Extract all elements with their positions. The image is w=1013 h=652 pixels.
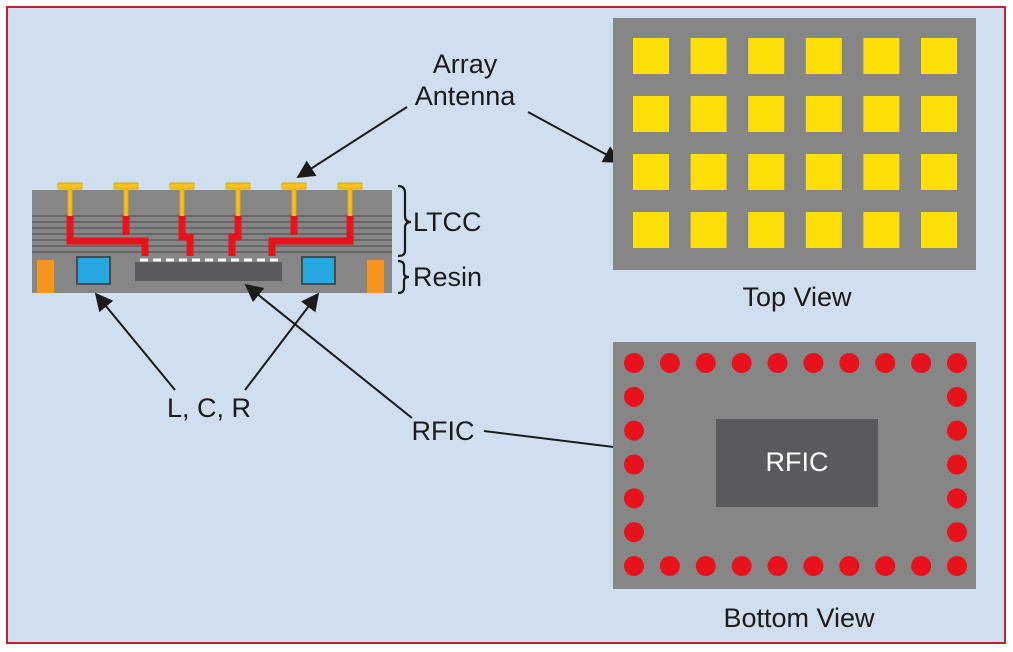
array-antenna-label-line2: Antenna bbox=[415, 81, 517, 111]
solder-ball bbox=[624, 556, 644, 576]
antenna-pad bbox=[633, 38, 669, 74]
antenna-pad bbox=[921, 96, 957, 132]
antenna-pad-grid bbox=[633, 38, 957, 248]
arrow-icon bbox=[244, 292, 320, 391]
antenna-pad bbox=[748, 154, 785, 190]
antenna-pad bbox=[690, 38, 727, 74]
solder-ball bbox=[947, 556, 967, 576]
arrow-icon bbox=[296, 106, 408, 178]
solder-ball bbox=[911, 353, 932, 373]
antenna-pad bbox=[863, 96, 900, 132]
solder-ball bbox=[803, 556, 824, 576]
antenna-pad bbox=[863, 212, 900, 248]
solder-ball bbox=[624, 454, 644, 475]
antenna-pad bbox=[690, 96, 727, 132]
antenna-pad bbox=[748, 212, 785, 248]
rfic-die-side bbox=[135, 262, 282, 281]
top-view-label: Top View bbox=[742, 282, 852, 312]
solder-ball bbox=[624, 488, 644, 509]
curly-brace-icon bbox=[397, 184, 412, 258]
bottom-view: RFIC bbox=[613, 342, 976, 589]
antenna-pad bbox=[921, 154, 957, 190]
solder-ball bbox=[947, 488, 967, 509]
antenna-pad bbox=[805, 96, 842, 132]
solder-ball-ring bbox=[624, 353, 967, 576]
ltcc-label: LTCC bbox=[413, 207, 482, 237]
solder-ball bbox=[947, 420, 967, 441]
solder-ball bbox=[839, 353, 860, 373]
solder-ball bbox=[624, 420, 644, 441]
cross-section bbox=[32, 182, 392, 293]
solder-ball bbox=[947, 386, 967, 407]
solder-ball bbox=[803, 353, 824, 373]
arrow-icon bbox=[94, 292, 176, 391]
solder-ball bbox=[624, 522, 644, 543]
solder-ball bbox=[767, 353, 788, 373]
antenna-pad bbox=[921, 38, 957, 74]
solder-ball bbox=[659, 353, 680, 373]
arrow-icon bbox=[527, 111, 622, 163]
lcr-label: L, C, R bbox=[167, 393, 251, 423]
rfic-chip-label: RFIC bbox=[766, 447, 829, 477]
antenna-pad bbox=[805, 212, 842, 248]
antenna-pad bbox=[863, 154, 900, 190]
antenna-pad bbox=[748, 96, 785, 132]
solder-ball bbox=[767, 556, 788, 576]
component-right bbox=[301, 256, 336, 285]
top-view-body bbox=[613, 18, 976, 270]
solder-ball bbox=[875, 353, 896, 373]
antenna-pad bbox=[748, 38, 785, 74]
antenna-pad bbox=[690, 154, 727, 190]
solder-ball bbox=[875, 556, 896, 576]
arrow-icon bbox=[244, 283, 413, 419]
antenna-pad bbox=[805, 38, 842, 74]
bottom-view-label: Bottom View bbox=[723, 603, 875, 633]
solder-ball bbox=[695, 556, 716, 576]
solder-ball bbox=[624, 386, 644, 407]
terminal-right bbox=[367, 260, 384, 293]
antenna-pad bbox=[863, 38, 900, 74]
feed-lines bbox=[66, 216, 354, 260]
top-view bbox=[613, 18, 976, 270]
resin-label: Resin bbox=[413, 262, 482, 292]
antenna-pad bbox=[633, 154, 669, 190]
array-antenna-label-line1: Array bbox=[433, 49, 498, 79]
solder-ball bbox=[624, 353, 644, 373]
antenna-pad bbox=[633, 212, 669, 248]
solder-ball bbox=[659, 556, 680, 576]
solder-ball bbox=[731, 556, 752, 576]
solder-ball bbox=[947, 353, 967, 373]
rfic-callout-label: RFIC bbox=[412, 416, 475, 446]
solder-ball bbox=[947, 454, 967, 475]
terminal-left bbox=[37, 260, 54, 293]
solder-ball bbox=[911, 556, 932, 576]
antenna-pad bbox=[690, 212, 727, 248]
component-left bbox=[76, 256, 111, 285]
solder-ball bbox=[695, 353, 716, 373]
antenna-pad bbox=[921, 212, 957, 248]
curly-brace-icon bbox=[397, 259, 410, 295]
solder-ball bbox=[947, 522, 967, 543]
solder-ball bbox=[839, 556, 860, 576]
ltcc-inner-layers bbox=[32, 215, 392, 253]
rfic-chip bbox=[716, 419, 878, 507]
antenna-pad bbox=[805, 154, 842, 190]
ltcc-layer bbox=[32, 190, 392, 256]
solder-ball bbox=[731, 353, 752, 373]
antenna-pad bbox=[633, 96, 669, 132]
